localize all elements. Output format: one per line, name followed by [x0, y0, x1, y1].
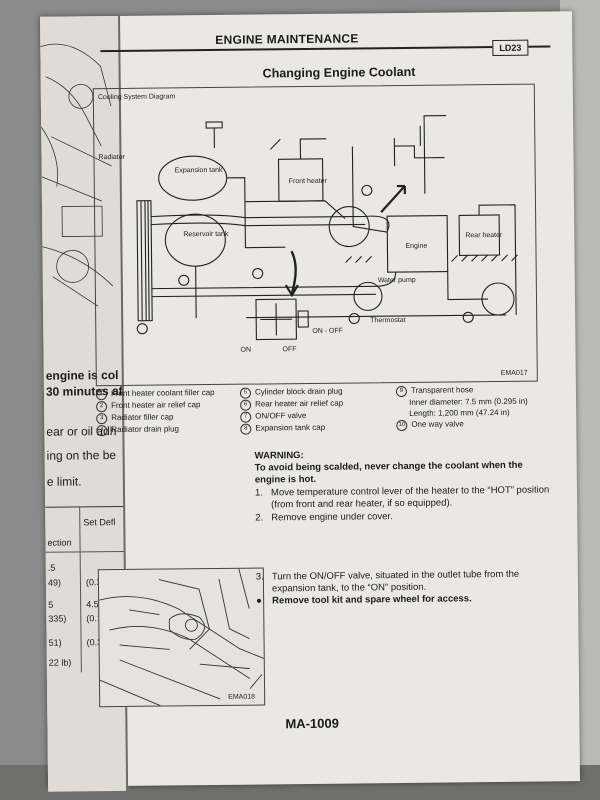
legend-number: 2	[96, 401, 108, 413]
legend-item: Front heater coolant filler cap	[110, 387, 215, 399]
legend-item: Transparent hose	[410, 385, 474, 395]
warning-block: WARNING: To avoid being scalded, never c…	[255, 447, 556, 524]
label-off: OFF	[282, 346, 296, 353]
label-water-pump: Water pump	[378, 277, 416, 284]
warning-text: To avoid being scalded, never change the…	[254, 459, 523, 486]
legend-number: 7	[240, 411, 252, 423]
legend-number: 8	[240, 423, 252, 435]
label-radiator: Radiator	[98, 154, 125, 161]
legend-item: Front heater air relief cap	[111, 400, 201, 411]
step-text: Move temperature control lever of the he…	[270, 484, 550, 511]
legend-item: One way valve	[411, 419, 464, 429]
legend-item: Expansion tank cap	[255, 422, 326, 433]
left-table-cell: .5	[47, 562, 56, 573]
model-code-badge: LD23	[492, 39, 529, 57]
page-number: MA-1009	[285, 715, 339, 732]
left-page-edge: engine is col 30 minutes aft ear or oil …	[40, 15, 129, 792]
legend-number: 1	[95, 389, 108, 401]
legend-item: Rear heater air relief cap	[255, 398, 344, 409]
left-table-cell: 51)	[48, 637, 62, 648]
step-item: 2. Remove engine under cover.	[255, 509, 555, 524]
step-text: Remove engine under cover.	[271, 511, 393, 524]
left-page-text-5: e limit.	[46, 474, 82, 489]
step-item: 3. Turn the ON/OFF valve, situated in the…	[256, 568, 558, 595]
left-table-cell: 49)	[47, 577, 62, 588]
step-number: 2.	[255, 512, 264, 524]
label-reservoir-tank: Reservoir tank	[183, 231, 229, 238]
left-table-cell: 5	[48, 599, 54, 610]
step-item: 1. Move temperature control lever of the …	[255, 484, 555, 511]
step-text: Turn the ON/OFF valve, situated in the o…	[271, 568, 520, 595]
radiator-shape	[136, 200, 153, 322]
reservoir-tank-shape	[164, 213, 226, 267]
label-thermostat: Thermostat	[370, 317, 406, 324]
legend-number: 10	[396, 419, 408, 432]
legend-number: 6	[240, 399, 252, 411]
label-rear-heater: Rear heater	[465, 232, 503, 239]
label-on: ON	[240, 347, 251, 354]
left-table-cell: 335)	[48, 613, 67, 624]
label-expansion-tank: Expansion tank	[175, 167, 223, 175]
illustration-code: EMA018	[228, 694, 255, 701]
left-page-drawing	[40, 43, 114, 307]
diagram-caption: Cooling System Diagram	[98, 93, 176, 101]
bullet-text: Remove tool kit and spare wheel for acce…	[272, 593, 472, 607]
section-title: ENGINE MAINTENANCE	[215, 31, 359, 47]
legend-subtext: Length: 1,200 mm (47.24 in)	[409, 407, 510, 418]
diagram-code: EMA017	[501, 370, 528, 377]
step-3-block: 3. Turn the ON/OFF valve, situated in the…	[256, 567, 558, 607]
label-engine: Engine	[405, 243, 427, 250]
left-table-header: ection	[47, 537, 72, 548]
legend-item: Radiator filler cap	[111, 412, 174, 423]
cooling-system-diagram: Cooling System Diagram	[92, 83, 538, 387]
legend-item: Radiator drain plug	[111, 424, 179, 435]
bullet-dot: ●	[256, 595, 262, 607]
left-table-cell: 22 lb)	[48, 657, 72, 668]
bullet-item: ● Remove tool kit and spare wheel for acc…	[256, 592, 558, 607]
manual-page: engine is col 30 minutes aft ear or oil …	[40, 11, 581, 792]
legend-item: Cylinder block drain plug	[254, 386, 343, 397]
rear-fitting-circle	[481, 282, 515, 316]
step-number: 3.	[255, 571, 264, 583]
left-page-text-4: ing on the be	[46, 448, 117, 463]
legend-number: 4	[96, 425, 108, 437]
legend-number: 9	[395, 385, 408, 398]
valve-location-illustration: EMA018	[97, 567, 266, 708]
water-pump-shape	[353, 281, 383, 311]
left-table-cell: 4.5	[86, 599, 99, 610]
left-table-set-header: Set Defl	[83, 517, 116, 528]
on-off-valve-detail	[255, 298, 297, 341]
header-rule	[100, 45, 551, 53]
legend-item: ON/OFF valve	[255, 411, 307, 421]
legend-number: 5	[239, 387, 252, 399]
label-front-heater: Front heater	[289, 178, 328, 185]
engine-shape	[386, 214, 449, 273]
expansion-tank-shape	[158, 155, 228, 201]
legend-number: 3	[96, 413, 108, 425]
valve-detail-circle	[328, 206, 370, 248]
label-on-off: ON - OFF	[312, 328, 343, 335]
page-title: Changing Engine Coolant	[262, 64, 416, 81]
step-number: 1.	[254, 487, 264, 499]
